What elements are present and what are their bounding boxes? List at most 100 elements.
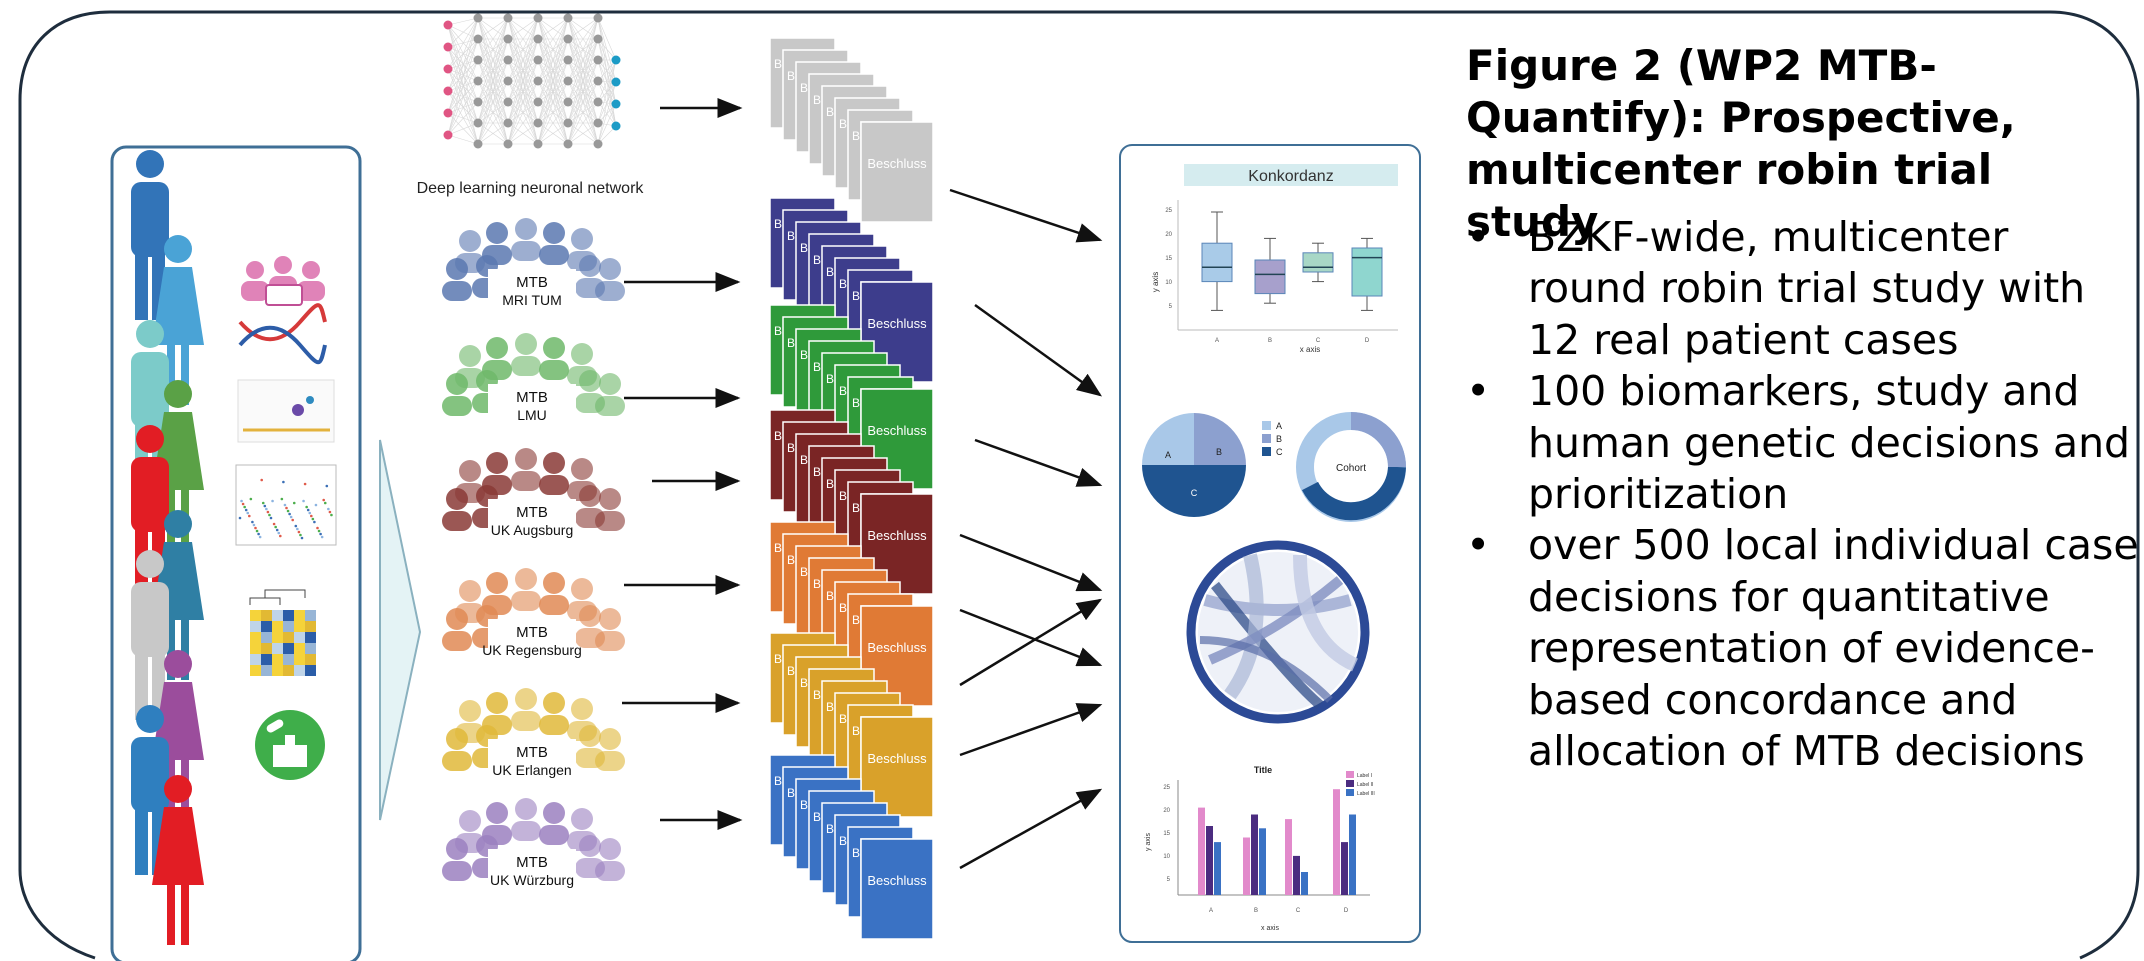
person-body-icon	[442, 396, 472, 416]
bullet-text: 100 biomarkers, study and human genetic …	[1528, 367, 2131, 519]
dna-icon	[238, 303, 327, 365]
neuron-node	[563, 118, 573, 128]
neuron-node	[611, 99, 621, 109]
bar-xtick: D	[1344, 908, 1349, 914]
decision-card-front	[860, 838, 934, 940]
person-body-icon	[511, 241, 541, 261]
decision-card-label: Beschluss	[867, 873, 927, 888]
neuron-node	[443, 64, 453, 74]
neuron-node	[503, 34, 513, 44]
bar-xtick: A	[1209, 908, 1213, 914]
boxplot-ylabel: y axis	[1151, 272, 1160, 292]
pie-chart	[1142, 413, 1246, 517]
person-head-icon	[515, 333, 537, 355]
person-body-icon	[511, 591, 541, 611]
neuron-node	[533, 13, 543, 23]
decision-card-label: Beschluss	[867, 423, 927, 438]
person-body-icon	[442, 861, 472, 881]
person-head-icon	[459, 460, 481, 482]
mtb-label: MTB	[516, 854, 548, 871]
person-body-icon	[442, 511, 472, 531]
bullet-list: •BZKF-wide, multicenter round robin tria…	[1460, 212, 2140, 777]
person-icon	[131, 550, 169, 720]
person-head-icon	[571, 458, 593, 480]
flow-arrow	[949, 188, 1103, 243]
bar	[1341, 842, 1348, 895]
boxplot-title-bar	[1184, 164, 1398, 186]
boxplot-xtick: D	[1365, 338, 1370, 344]
donut-label: Cohort	[1336, 463, 1366, 474]
flow-arrow	[959, 598, 1103, 687]
mtb-label: MTB	[516, 624, 548, 641]
neuron-node	[593, 139, 603, 149]
bar-legend-label: Label I	[1357, 773, 1372, 779]
pie-label-c: C	[1191, 488, 1198, 498]
boxplot-box	[1351, 247, 1383, 297]
person-head-icon	[486, 452, 508, 474]
person-head-icon	[571, 578, 593, 600]
outer-frame	[18, 10, 2140, 960]
person-head-icon	[515, 218, 537, 240]
person-body-icon	[595, 281, 625, 301]
neuron-node	[593, 76, 603, 86]
person-head-icon	[515, 798, 537, 820]
arrows-to-decisions	[622, 98, 743, 830]
neuron-node	[563, 55, 573, 65]
flow-arrow	[974, 438, 1103, 487]
person-body-icon	[539, 245, 569, 265]
mtb-site-label: UK Würzburg	[490, 872, 574, 888]
neuron-node	[503, 97, 513, 107]
neuron-node	[503, 55, 513, 65]
person-body-icon	[511, 821, 541, 841]
person-head-icon	[543, 802, 565, 824]
boxplot-ytick: 10	[1165, 280, 1172, 286]
person-body-icon	[539, 825, 569, 845]
neuron-node	[593, 55, 603, 65]
bar-ytick: 5	[1167, 877, 1171, 883]
pie-slice	[1142, 465, 1246, 517]
boxplot-title: Konkordanz	[1248, 168, 1333, 185]
neuron-node	[563, 97, 573, 107]
patient-panel	[110, 145, 362, 961]
person-head-icon	[459, 580, 481, 602]
person-head-icon	[543, 692, 565, 714]
chevron-arrow-icon	[379, 439, 422, 821]
neuron-node	[533, 34, 543, 44]
person-body-icon	[442, 751, 472, 771]
flow-arrow	[959, 788, 1103, 870]
person-head-icon	[486, 337, 508, 359]
decision-card-label: Beschluss	[867, 528, 927, 543]
decision-card-label: Beschluss	[867, 316, 927, 331]
person-body-icon	[595, 511, 625, 531]
pie-legend: A B C	[1262, 421, 1283, 457]
mtb-site-label: UK Augsburg	[491, 522, 574, 538]
person-body-icon	[595, 396, 625, 416]
boxplot-chart: Konkordanz y axis x axis 25 20 15 10 5 A…	[1151, 164, 1398, 354]
manhattan-plot-icon	[235, 464, 337, 546]
decision-card-label: Beschluss	[867, 751, 927, 766]
boxplot-xlabel: x axis	[1300, 345, 1320, 354]
neuron-node	[611, 55, 621, 65]
person-head-icon	[446, 728, 468, 750]
molecular-pathway-icon	[237, 379, 335, 443]
neuron-node	[473, 118, 483, 128]
bar-title: Title	[1254, 765, 1272, 775]
neural-network-icon	[443, 13, 621, 149]
bar	[1349, 814, 1356, 895]
boxplot-ytick: 15	[1165, 256, 1172, 262]
person-body-icon	[442, 631, 472, 651]
pie-slice	[1194, 413, 1246, 465]
person-head-icon	[543, 222, 565, 244]
bar-ytick: 20	[1163, 808, 1170, 814]
boxplot-ytick: 5	[1169, 304, 1173, 310]
person-head-icon	[599, 488, 621, 510]
heatmap-icon	[249, 589, 316, 676]
bar	[1206, 826, 1213, 895]
person-head-icon	[459, 345, 481, 367]
person-body-icon	[595, 861, 625, 881]
person-icon	[152, 235, 204, 405]
